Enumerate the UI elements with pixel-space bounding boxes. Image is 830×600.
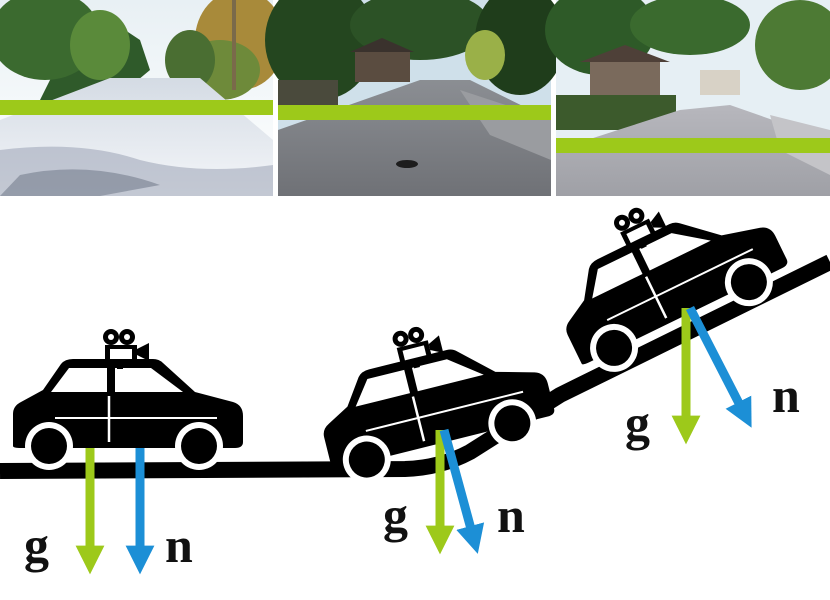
street-photo-right <box>545 0 830 196</box>
gravity-label: g <box>383 487 408 543</box>
arrows-car-tilt-small: g n <box>383 428 525 555</box>
car-flat <box>11 329 245 472</box>
gravity-label: g <box>24 517 49 573</box>
car-icon <box>11 357 245 472</box>
arrows-car-flat: g n <box>24 448 193 575</box>
normal-arrow <box>439 428 485 554</box>
street-photo-left <box>0 0 285 196</box>
normal-label: n <box>772 367 800 423</box>
normal-label: n <box>497 487 525 543</box>
arrows-car-tilt-steep: g n <box>625 305 800 451</box>
normal-arrow <box>685 305 752 428</box>
street-photo-middle <box>265 0 565 196</box>
normal-label: n <box>165 517 193 573</box>
gravity-label: g <box>625 395 650 451</box>
car-icon <box>542 183 801 387</box>
